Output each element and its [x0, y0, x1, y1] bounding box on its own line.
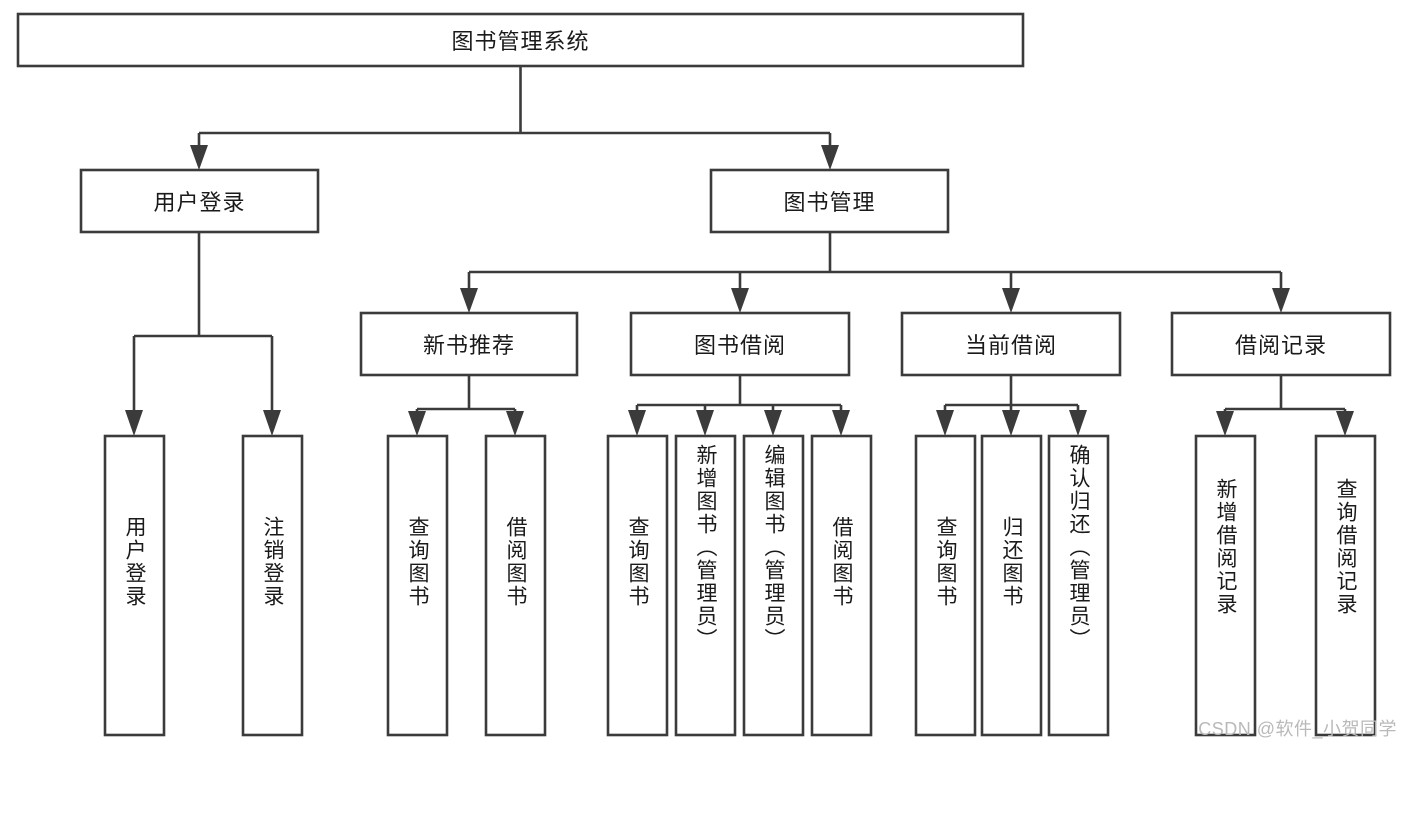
- node-box-leaf-user-login[interactable]: [103, 434, 166, 737]
- diagram-canvas-root: 图书管理系统 用户登录 图书管理 新书推荐 图书借阅 当前借阅 借阅记录 用户登…: [16, 12, 1397, 739]
- arrow-to-leaf-borrow-book-rec: [506, 411, 524, 436]
- node-box-leaf-edit-book-admin[interactable]: [742, 434, 805, 737]
- node-box-leaf-query-book-current[interactable]: [914, 434, 977, 737]
- node-box-leaf-confirm-return-admin[interactable]: [1047, 434, 1110, 737]
- connector-bookmanage-to-level3: [460, 232, 1290, 313]
- node-box-leaf-return-book[interactable]: [980, 434, 1043, 737]
- arrow-to-leaf-add-book-admin: [696, 410, 714, 436]
- arrow-to-leaf-logout-login: [263, 410, 281, 436]
- arrow-to-borrow-record: [1272, 288, 1290, 313]
- node-box-new-book-recommend[interactable]: [359, 311, 579, 377]
- connector-userlogin-to-leaves: [125, 232, 281, 436]
- arrow-to-book-manage: [821, 145, 839, 170]
- node-box-leaf-borrow-book[interactable]: [810, 434, 873, 737]
- connector-currentborrow-to-leaves: [936, 375, 1087, 436]
- arrow-to-leaf-confirm-return-admin: [1069, 410, 1087, 436]
- node-box-book-manage[interactable]: [709, 168, 950, 234]
- node-box-leaf-query-book-rec[interactable]: [386, 434, 449, 737]
- node-box-leaf-add-book-admin[interactable]: [674, 434, 737, 737]
- node-box-leaf-borrow-book-rec[interactable]: [484, 434, 547, 737]
- node-box-current-borrow[interactable]: [900, 311, 1122, 377]
- node-box-borrow-record[interactable]: [1170, 311, 1392, 377]
- arrow-to-leaf-add-borrow-record: [1216, 411, 1234, 436]
- arrow-to-user-login: [190, 145, 208, 170]
- arrow-to-leaf-query-borrow-record: [1336, 411, 1354, 436]
- tree-diagram-svg: [16, 12, 1392, 737]
- csdn-watermark: CSDN @软件_小贺同学: [1198, 719, 1397, 739]
- arrow-to-leaf-user-login: [125, 410, 143, 436]
- arrow-to-current-borrow: [1002, 288, 1020, 313]
- arrow-to-leaf-borrow-book: [832, 410, 850, 436]
- arrow-to-book-borrow: [731, 288, 749, 313]
- connector-newbook-to-leaves: [408, 375, 524, 436]
- node-box-leaf-query-borrow-record[interactable]: [1314, 434, 1377, 737]
- node-box-leaf-add-borrow-record[interactable]: [1194, 434, 1257, 737]
- connector-bookborrow-to-leaves: [628, 375, 850, 436]
- node-box-leaf-query-book-borrow[interactable]: [606, 434, 669, 737]
- connector-root-to-level2: [190, 66, 839, 170]
- node-box-book-borrow[interactable]: [629, 311, 851, 377]
- node-box-root[interactable]: [16, 12, 1025, 68]
- arrow-to-leaf-return-book: [1002, 410, 1020, 436]
- node-box-leaf-logout-login[interactable]: [241, 434, 304, 737]
- arrow-to-leaf-query-book-current: [936, 410, 954, 436]
- node-box-user-login[interactable]: [79, 168, 320, 234]
- arrow-to-leaf-query-book-borrow: [628, 410, 646, 436]
- connector-borrowrecord-to-leaves: [1216, 375, 1354, 436]
- arrow-to-leaf-edit-book-admin: [764, 410, 782, 436]
- arrow-to-new-book-recommend: [460, 288, 478, 313]
- arrow-to-leaf-query-book-rec: [408, 411, 426, 436]
